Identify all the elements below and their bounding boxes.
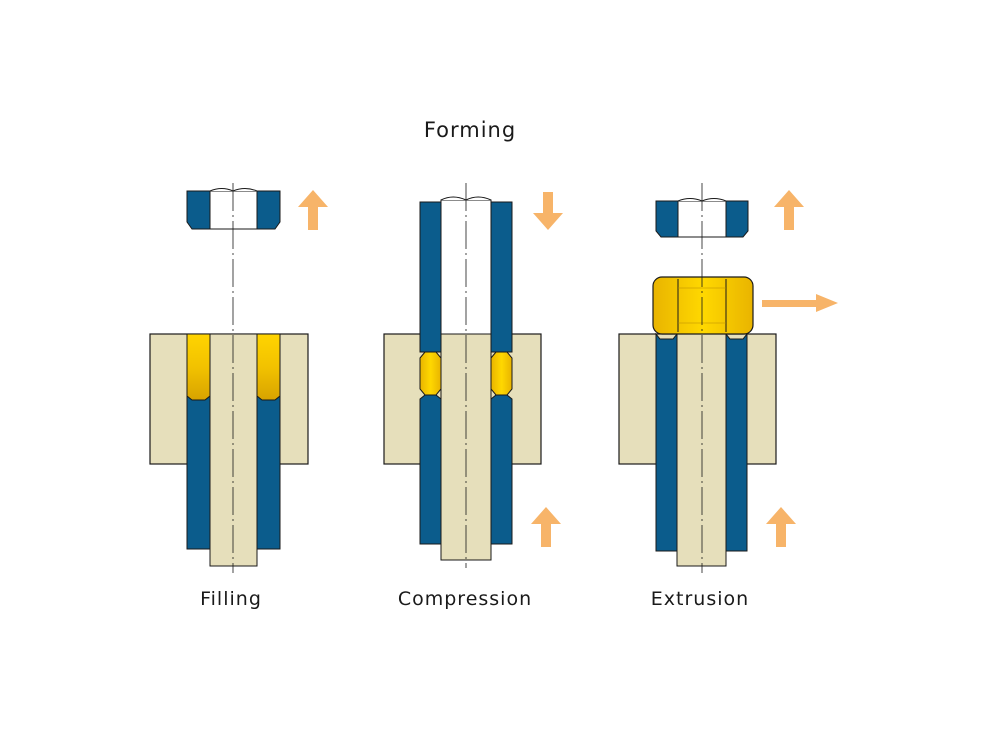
powder-fill	[186, 333, 281, 401]
core-rod	[209, 333, 258, 567]
arrow-up-icon	[531, 507, 561, 547]
arrow-up-icon	[298, 190, 328, 230]
finished-part	[652, 276, 754, 335]
stage-compression	[383, 183, 563, 568]
stage-label-compression: Compression	[397, 588, 533, 610]
stage-extrusion	[618, 183, 838, 573]
core-rod	[676, 333, 727, 567]
lower-punch	[655, 332, 748, 552]
core-rod	[440, 333, 492, 561]
diagram-title: Forming	[423, 118, 517, 142]
stage-label-filling: Filling	[200, 588, 262, 610]
upper-punch	[186, 188, 281, 230]
arrow-up-icon	[766, 507, 796, 547]
stage-label-extrusion: Extrusion	[650, 588, 750, 610]
arrow-down-icon	[533, 192, 563, 230]
upper-punch	[655, 198, 749, 238]
arrow-up-icon	[774, 190, 804, 230]
arrow-right-icon	[762, 294, 838, 312]
stage-filling	[149, 183, 328, 573]
compressed-powder	[419, 351, 513, 396]
